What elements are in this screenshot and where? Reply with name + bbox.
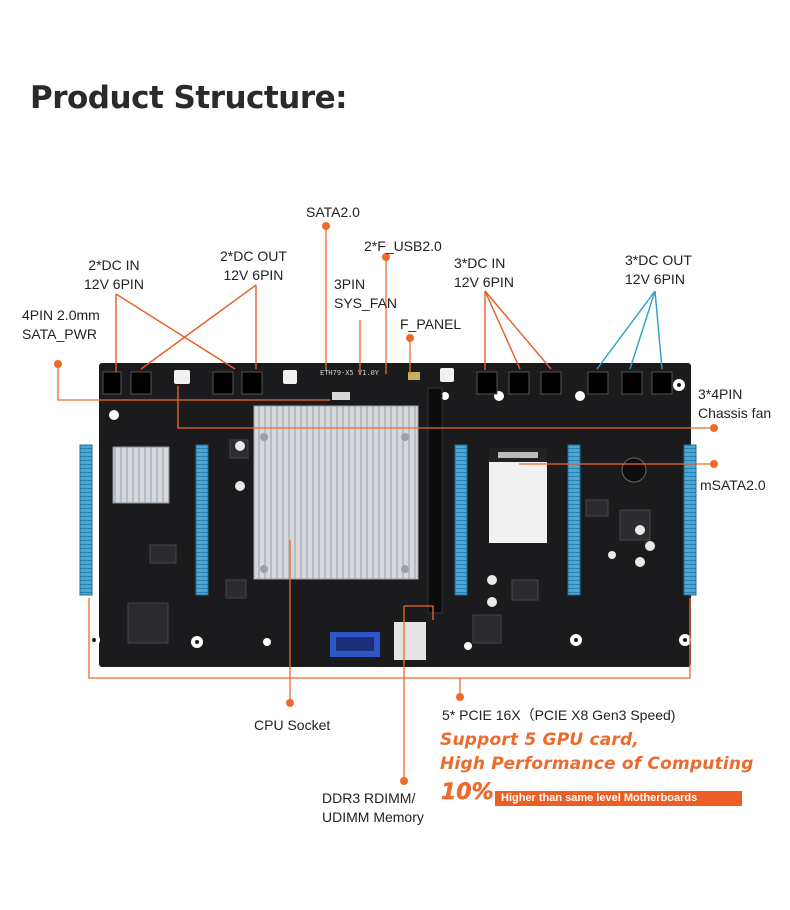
memory-slot: [427, 387, 443, 614]
label-dc-in-3: 3*DC IN 12V 6PIN: [454, 255, 514, 290]
label-cpu-socket: CPU Socket: [254, 717, 331, 733]
label-dc-out-2: 2*DC OUT 12V 6PIN: [220, 248, 287, 283]
promo-percent: 10%: [441, 780, 494, 806]
promo-bar-text: Higher than same level Motherboards: [501, 792, 698, 804]
lan-usb-port: [394, 622, 426, 660]
board-silkscreen: ETH79-X5 V1.0Y: [320, 369, 380, 377]
label-sata20: SATA2.0: [306, 204, 360, 220]
label-sata-pwr: 4PIN 2.0mm SATA_PWR: [22, 307, 100, 342]
label-msata: mSATA2.0: [700, 477, 766, 493]
label-dc-out-3: 3*DC OUT 12V 6PIN: [625, 252, 692, 287]
label-pcie: 5* PCIE 16X（PCIE X8 Gen3 Speed): [442, 707, 676, 723]
label-f-panel: F_PANEL: [400, 316, 462, 332]
chipset-heatsink: [112, 446, 170, 504]
label-sys-fan: 3PIN SYS_FAN: [334, 276, 398, 311]
cpu-heatsink: [253, 405, 419, 580]
promo-strip: Higher than same level Motherboards: [495, 791, 742, 806]
pcie-slots: [79, 444, 697, 596]
leader-lines: [57, 228, 714, 780]
label-memory: DDR3 RDIMM/ UDIMM Memory: [322, 790, 424, 825]
promo-line-2: High Performance of Computing: [440, 754, 754, 774]
leader-dots: [54, 222, 718, 785]
promo-banner: 10% Higher than same level Motherboards: [437, 780, 745, 808]
page-title: Product Structure:: [30, 80, 348, 116]
promo-line-1: Support 5 GPU card,: [440, 730, 640, 750]
msata-slot: [489, 448, 547, 543]
dc-connectors: [102, 371, 673, 395]
label-dc-in-2: 2*DC IN 12V 6PIN: [84, 257, 144, 292]
label-f-usb: 2*F_USB2.0: [364, 238, 442, 254]
label-chassis-fan: 3*4PIN Chassis fan: [698, 386, 772, 421]
